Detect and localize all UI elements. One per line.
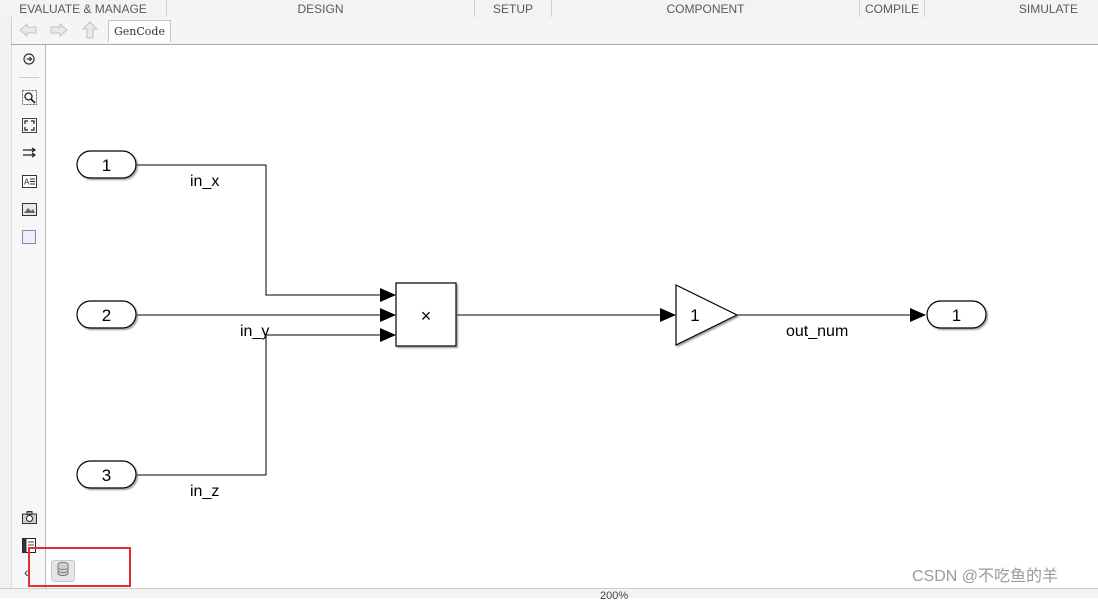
outport-block-1[interactable]: 1 [926, 300, 987, 329]
svg-text:A: A [24, 177, 30, 186]
signal-line-in-x[interactable] [137, 164, 382, 296]
block-diagram: 1 2 3 × 1 1 in_x in_y in_z out_num [76, 150, 987, 500]
toolstrip-tab-bar: EVALUATE & MANAGE DESIGN SETUP COMPONENT… [0, 0, 1098, 18]
zoom-level: 200% [600, 590, 629, 602]
navigation-bar: GenCode [0, 17, 1098, 45]
inport-number: 3 [102, 466, 111, 485]
up-arrow-icon[interactable] [80, 21, 100, 39]
annotation-icon[interactable]: A [21, 173, 37, 189]
outport-number: 1 [952, 306, 961, 325]
tab-evaluate-manage[interactable]: EVALUATE & MANAGE [0, 0, 167, 17]
breadcrumb-gencode[interactable]: GenCode [108, 20, 171, 42]
canvas-toolbar: A [11, 45, 46, 588]
arrowhead [660, 308, 676, 322]
arrowhead [380, 288, 396, 302]
zoom-icon[interactable] [21, 89, 37, 105]
signal-routing-icon[interactable] [21, 145, 37, 161]
inport-block-1[interactable]: 1 [76, 150, 137, 179]
left-edge-strip [0, 17, 11, 597]
arrowhead [910, 308, 926, 322]
image-icon[interactable] [21, 201, 37, 217]
hide-explorer-icon[interactable] [21, 51, 37, 67]
signal-label-in-y[interactable]: in_y [240, 323, 269, 340]
divider [19, 77, 39, 78]
area-icon[interactable] [21, 229, 37, 245]
signal-label-in-z[interactable]: in_z [190, 483, 219, 500]
product-symbol: × [421, 306, 432, 326]
tab-component[interactable]: COMPONENT [552, 0, 860, 17]
database-icon [57, 561, 69, 581]
model-data-button[interactable] [51, 560, 75, 582]
inport-block-2[interactable]: 2 [76, 300, 137, 329]
highlight-box [28, 547, 131, 587]
status-bar: 200% [0, 588, 1098, 602]
watermark-text: CSDN @不吃鱼的羊 [912, 568, 1059, 585]
tab-compile[interactable]: COMPILE [860, 0, 925, 17]
tab-setup[interactable]: SETUP [475, 0, 552, 17]
tab-design[interactable]: DESIGN [167, 0, 475, 17]
product-block[interactable]: × [395, 282, 457, 347]
forward-arrow-icon[interactable] [49, 21, 69, 39]
signal-label-out-num[interactable]: out_num [786, 323, 848, 340]
divider [11, 17, 12, 44]
tab-simulate[interactable]: SIMULATE [1018, 2, 1078, 16]
gain-value: 1 [690, 306, 699, 325]
fit-to-view-icon[interactable] [21, 117, 37, 133]
camera-icon[interactable] [21, 509, 37, 525]
signal-label-in-x[interactable]: in_x [190, 173, 219, 190]
back-arrow-icon[interactable] [18, 21, 38, 39]
gain-block[interactable]: 1 [675, 284, 739, 346]
inport-block-3[interactable]: 3 [76, 460, 137, 489]
model-canvas[interactable]: 1 2 3 × 1 1 in_x in_y in_z out_num [47, 45, 1098, 588]
inport-number: 2 [102, 306, 111, 325]
inport-number: 1 [102, 156, 111, 175]
signal-line-in-z[interactable] [137, 334, 382, 476]
arrowhead [380, 328, 396, 342]
arrowhead [380, 308, 396, 322]
collapse-chevron-icon[interactable]: ‹ [24, 564, 29, 580]
